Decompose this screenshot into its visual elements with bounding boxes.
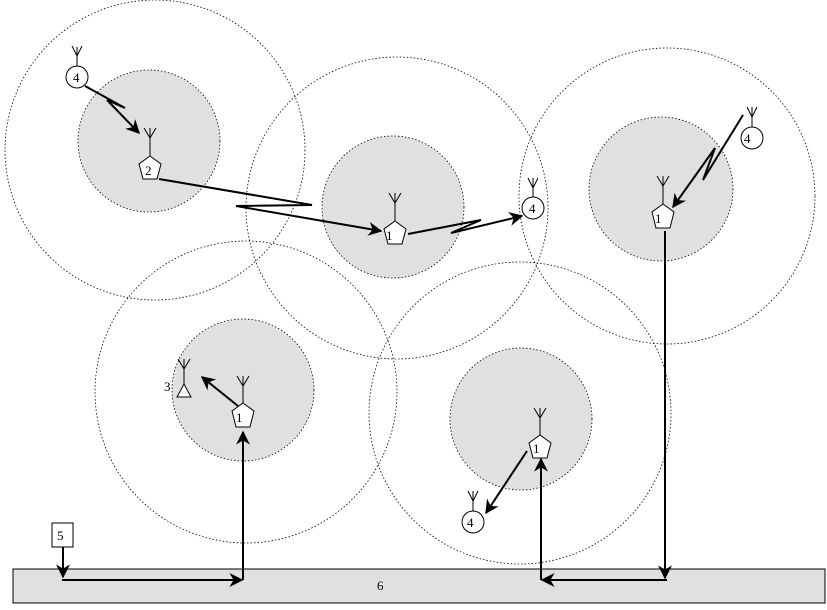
outer-cell-top-left [4,0,306,301]
terminal-4-top-left: 4 [65,45,89,89]
outer-cell-bottom-left [94,240,398,544]
station-1-label: 1 [386,228,393,243]
box-5-label: 5 [57,528,64,543]
station-2-label: 2 [145,163,152,178]
station-1-top-right: 1 [651,175,675,229]
inner-cell-top-left [77,69,221,213]
antenna-icon [143,127,157,157]
station-2: 2 [138,127,162,180]
arrow-to-node3 [200,376,239,407]
circle-terminal-icon [740,126,764,150]
pentagon-station-icon [383,220,407,245]
node-3-label: 3 [164,379,171,394]
terminal-4-top-right: 4 [740,106,764,150]
wireless-station2-to-station1 [158,178,383,236]
inner-coverage-circles [77,69,734,491]
terminal-4-bottom: 4 [461,490,485,534]
backbone-bar-label: 6 [377,578,384,593]
station-1-label: 1 [236,410,243,425]
outer-cell-top-right [518,47,816,345]
short-arrows [200,376,528,515]
antenna-icon [656,175,670,205]
antenna-icon [467,490,479,511]
wireless-station1-to-terminal4 [407,212,524,235]
pentagon-station-icon [528,434,552,459]
terminal-4-label: 4 [744,131,751,146]
station-1-top-center: 1 [383,192,407,245]
outer-cell-top-center [245,56,549,360]
antenna-icon [746,106,758,127]
inner-cell-top-right [588,116,734,262]
node-3: 3 [164,358,192,398]
terminal-4-label: 4 [73,70,80,85]
arrow-to-terminal4-bottom [485,450,528,515]
wired-links [56,231,672,587]
antenna-icon [236,375,250,404]
wireless-links [84,85,744,236]
pentagon-station-icon [138,155,162,180]
terminal-4-label: 4 [529,201,536,216]
antenna-icon [177,358,191,384]
antenna-icon [527,177,539,198]
circle-terminal-icon [65,65,89,89]
station-1-bottom-left: 1 [231,375,255,428]
station-1-label: 1 [655,211,662,226]
terminal-4-center: 4 [521,177,545,220]
outer-cell-bottom-right [368,261,672,565]
pentagon-station-icon [231,402,255,428]
box-5: 5 [51,522,74,548]
station-1-label: 1 [533,441,540,456]
antenna-icon [388,192,402,222]
antenna-icon [71,45,83,66]
pentagon-station-icon [651,203,675,229]
triangle-node-icon [176,382,192,398]
backbone-bar [12,568,826,604]
station-1-bottom-right: 1 [528,407,552,459]
circle-terminal-icon [461,510,485,534]
outer-coverage-circles [4,0,816,565]
antenna-icon [533,407,547,436]
inner-cell-top-center [321,135,465,279]
circle-terminal-icon [521,196,545,220]
terminal-4-label: 4 [467,515,474,530]
wireless-terminal4-to-station2 [84,85,140,135]
inner-cell-bottom-right [449,347,593,491]
gateway-box [51,522,74,548]
wireless-terminal4-to-station1-right [672,114,744,209]
